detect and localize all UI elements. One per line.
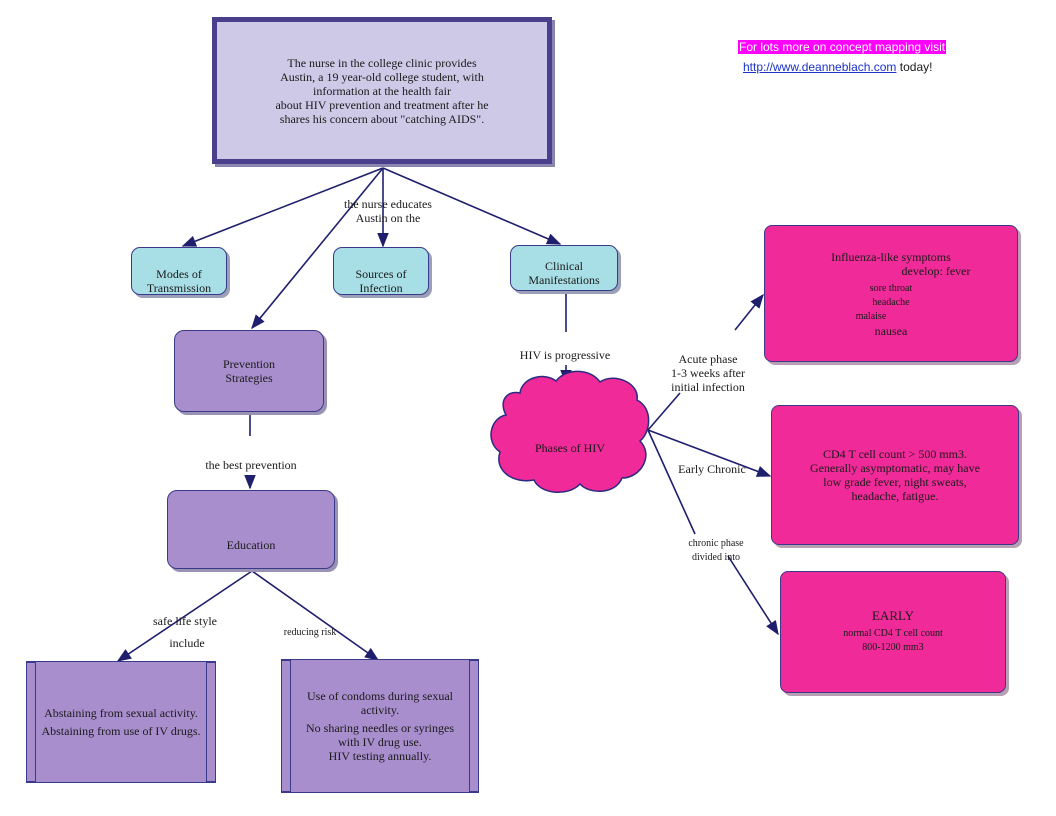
- educates-line-1: the nurse educates: [344, 197, 432, 211]
- promo-highlight: For lots more on concept mapping visit: [738, 40, 947, 54]
- phases-cloud-shape: [490, 370, 650, 493]
- educates-line-2: Austin on the: [355, 211, 421, 225]
- early-phase-box: EARLY normal CD4 T cell count 800-1200 m…: [780, 571, 1006, 693]
- promo-text: For lots more on concept mapping visit h…: [738, 40, 947, 74]
- sources-line-2: Infection: [359, 281, 403, 295]
- promo-suffix: today!: [896, 60, 933, 74]
- acute-line-6: nausea: [874, 323, 908, 338]
- link-label-best-prevention: the best prevention: [205, 458, 297, 472]
- root-line-1: The nurse in the college clinic provides: [287, 55, 477, 70]
- link-label-reducing-risk: reducing risk: [283, 627, 337, 638]
- chronic-phase-line-2: divided into: [691, 552, 741, 563]
- condoms-line-4: HIV testing annually.: [328, 749, 432, 763]
- prevention-line-1: Prevention: [223, 357, 275, 371]
- early-chronic-box: CD4 T cell count > 500 mm3. Generally as…: [771, 405, 1019, 545]
- edge-root-clinical: [382, 167, 562, 245]
- edge-chronicphase-early: [727, 555, 779, 636]
- chronic-phase-line-1: chronic phase: [688, 538, 744, 549]
- clinical-manifestations-box: Clinical Manifestations: [510, 245, 618, 291]
- scroll-bar-right: [206, 662, 216, 782]
- link-label-safe-lifestyle: safe life style: [153, 614, 217, 628]
- education-box: Education: [167, 490, 335, 569]
- modes-of-transmission-box: Modes of Transmission: [131, 247, 227, 295]
- edge-education-abstain: [116, 570, 253, 662]
- acute-link-line-3: initial infection: [671, 380, 745, 394]
- chronic-line-2: Generally asymptomatic, may have: [810, 461, 980, 475]
- early-title: EARLY: [871, 608, 915, 623]
- edge-root-modes: [181, 167, 384, 247]
- prevention-line-2: Strategies: [225, 371, 273, 385]
- link-label-chronic-phase: chronic phase divided into: [670, 537, 762, 565]
- link-label-include: include: [169, 636, 205, 650]
- edge-education-condoms: [251, 570, 380, 661]
- acute-line-1: Influenza-like symptoms: [831, 249, 951, 264]
- sources-of-infection-box: Sources of Infection: [333, 247, 429, 295]
- acute-line-4: headache: [872, 296, 910, 308]
- link-label-hiv-progressive: HIV is progressive: [519, 348, 611, 362]
- clinical-line-2: Manifestations: [528, 273, 600, 287]
- scroll-bar-right: [469, 660, 479, 792]
- root-line-5: shares his concern about "catching AIDS"…: [279, 111, 485, 126]
- abstain-line-1: Abstaining from sexual activity.: [44, 706, 198, 720]
- condoms-line-3: with IV drug use.: [338, 735, 422, 749]
- edge-phases-acute: [647, 392, 681, 431]
- acute-symptoms-box: Influenza-like symptoms develop: fever s…: [764, 225, 1018, 362]
- modes-line-2: Transmission: [146, 281, 212, 295]
- chronic-line-3: low grade fever, night sweats,: [823, 475, 967, 489]
- chronic-line-1: CD4 T cell count > 500 mm3.: [823, 447, 967, 461]
- root-concept-box: The nurse in the college clinic provides…: [212, 17, 552, 164]
- chronic-line-4: headache, fatigue.: [851, 489, 939, 503]
- clinical-line-1: Clinical: [545, 259, 583, 273]
- acute-line-2: develop: fever: [901, 263, 971, 278]
- edge-phases-chronic: [647, 429, 772, 477]
- acute-link-line-2: 1-3 weeks after: [671, 366, 745, 380]
- link-label-acute-phase: Acute phase 1-3 weeks after initial infe…: [652, 352, 764, 394]
- prevention-strategies-box: Prevention Strategies: [174, 330, 324, 412]
- edge-acute-box: [734, 293, 764, 331]
- link-label-early-chronic: Early Chronic: [678, 462, 746, 476]
- condoms-line-1: Use of condoms during sexual activity.: [307, 689, 453, 717]
- acute-link-line-1: Acute phase: [678, 352, 738, 366]
- education-label: Education: [226, 537, 276, 552]
- phases-of-hiv-cloud: Phases of HIV: [500, 428, 640, 468]
- condoms-line-2: No sharing needles or syringes: [306, 721, 454, 735]
- phases-label: Phases of HIV: [535, 441, 605, 455]
- modes-line-1: Modes of: [156, 267, 202, 281]
- acute-line-3: sore throat: [869, 282, 913, 294]
- root-line-4: about HIV prevention and treatment after…: [275, 97, 489, 112]
- promo-link[interactable]: http://www.deanneblach.com: [743, 60, 897, 74]
- acute-line-5: malaise: [855, 310, 887, 322]
- edge-root-prevention: [251, 167, 384, 330]
- early-line-1: normal CD4 T cell count: [843, 628, 943, 639]
- scroll-bar-left: [26, 662, 36, 782]
- root-line-2: Austin, a 19 year-old college student, w…: [280, 69, 484, 84]
- scroll-bar-left: [281, 660, 291, 792]
- link-label-educates: the nurse educates Austin on the: [330, 197, 446, 225]
- sources-line-1: Sources of: [355, 267, 407, 281]
- root-line-3: information at the health fair: [313, 83, 451, 98]
- edge-phases-chronicphase: [647, 429, 696, 535]
- condom-use-box: Use of condoms during sexual activity. N…: [281, 659, 479, 793]
- abstain-line-2: Abstaining from use of IV drugs.: [41, 724, 201, 738]
- abstaining-box: Abstaining from sexual activity. Abstain…: [26, 661, 216, 783]
- early-line-2: 800-1200 mm3: [862, 642, 924, 653]
